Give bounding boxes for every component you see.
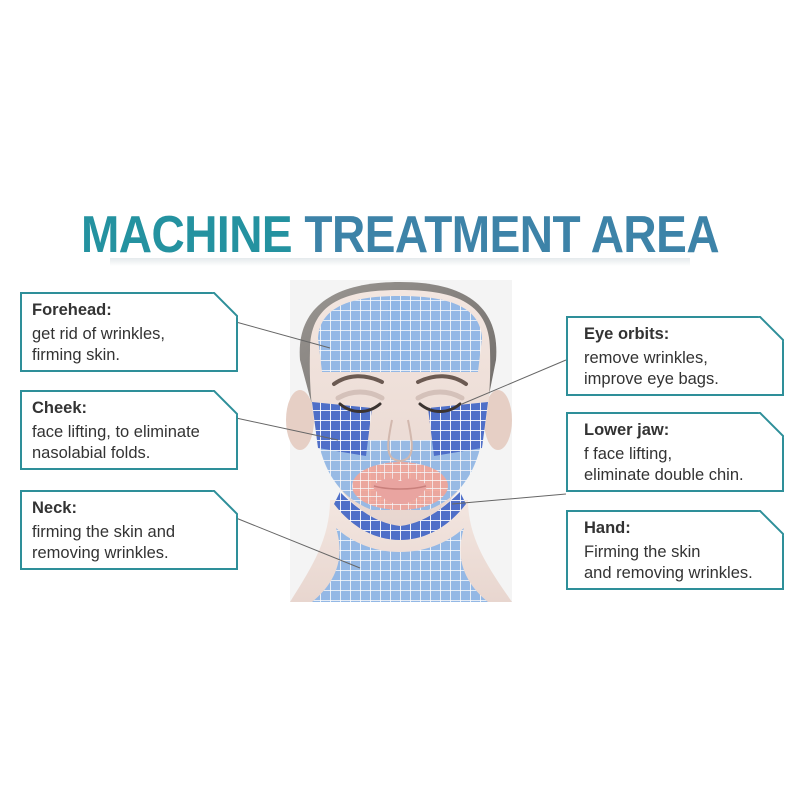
forehead-box: Forehead: get rid of wrinkles, firming s…: [20, 292, 238, 372]
hand-box: Hand: Firming the skin and removing wrin…: [566, 510, 784, 590]
forehead-heading: Forehead:: [32, 301, 112, 319]
forehead-box-corner: [212, 292, 238, 318]
nose: [387, 419, 413, 462]
left-eyebrow: [332, 374, 384, 386]
page-title: MACHINE TREATMENT AREA: [0, 204, 800, 264]
neck-text: firming the skin and removing wrinkles.: [32, 523, 176, 562]
eye-orbits-box: Eye orbits: remove wrinkles, improve eye…: [566, 316, 784, 396]
cheek-heading: Cheek:: [32, 399, 88, 417]
right-ear: [484, 390, 512, 450]
eye-orbits-heading: Eye orbits:: [584, 325, 670, 343]
cheek-box: Cheek: face lifting, to eliminate nasola…: [20, 390, 238, 470]
jaw-grid: [334, 492, 466, 540]
left-cheek-grid: [312, 402, 372, 456]
leader-neck: [235, 517, 361, 569]
right-eyeshadow: [415, 389, 465, 401]
cheek-box-corner: [212, 390, 238, 416]
left-ear: [286, 390, 314, 450]
left-eye: [338, 402, 382, 413]
lower-jaw-box: Lower jaw: f face lifting, eliminate dou…: [566, 412, 784, 492]
lips: [372, 478, 428, 504]
leader-lower-jaw: [451, 493, 567, 505]
hand-text: Firming the skin and removing wrinkles.: [584, 543, 753, 582]
right-cheek-grid: [428, 402, 488, 456]
lower-jaw-box-corner: [758, 412, 784, 438]
title-words-treatment-area: TREATMENT AREA: [304, 205, 720, 264]
title-shadow: [110, 258, 690, 266]
leader-eye-orbits: [461, 359, 567, 405]
cheek-text: face lifting, to eliminate nasolabial fo…: [32, 423, 200, 462]
lower-jaw-heading: Lower jaw:: [584, 421, 670, 439]
right-eyebrow: [416, 374, 468, 386]
hand-heading: Hand:: [584, 519, 631, 537]
leader-cheek: [235, 417, 339, 441]
lip-line: [373, 485, 427, 490]
right-eye: [418, 402, 462, 413]
left-eyeshadow: [335, 389, 385, 401]
nose-strip-grid: [388, 300, 412, 370]
leader-forehead: [235, 321, 331, 349]
forehead-text: get rid of wrinkles, firming skin.: [32, 325, 165, 364]
title-word-machine: MACHINE: [80, 205, 293, 264]
lower-jaw-text: f face lifting, eliminate double chin.: [584, 445, 744, 484]
neck-box-corner: [212, 490, 238, 516]
hand-box-corner: [758, 510, 784, 536]
eye-orbits-box-corner: [758, 316, 784, 342]
eye-orbits-text: remove wrinkles, improve eye bags.: [584, 349, 719, 388]
neck-grid: [312, 528, 488, 602]
neck-box: Neck: firming the skin and removing wrin…: [20, 490, 238, 570]
neck-heading: Neck:: [32, 499, 77, 517]
